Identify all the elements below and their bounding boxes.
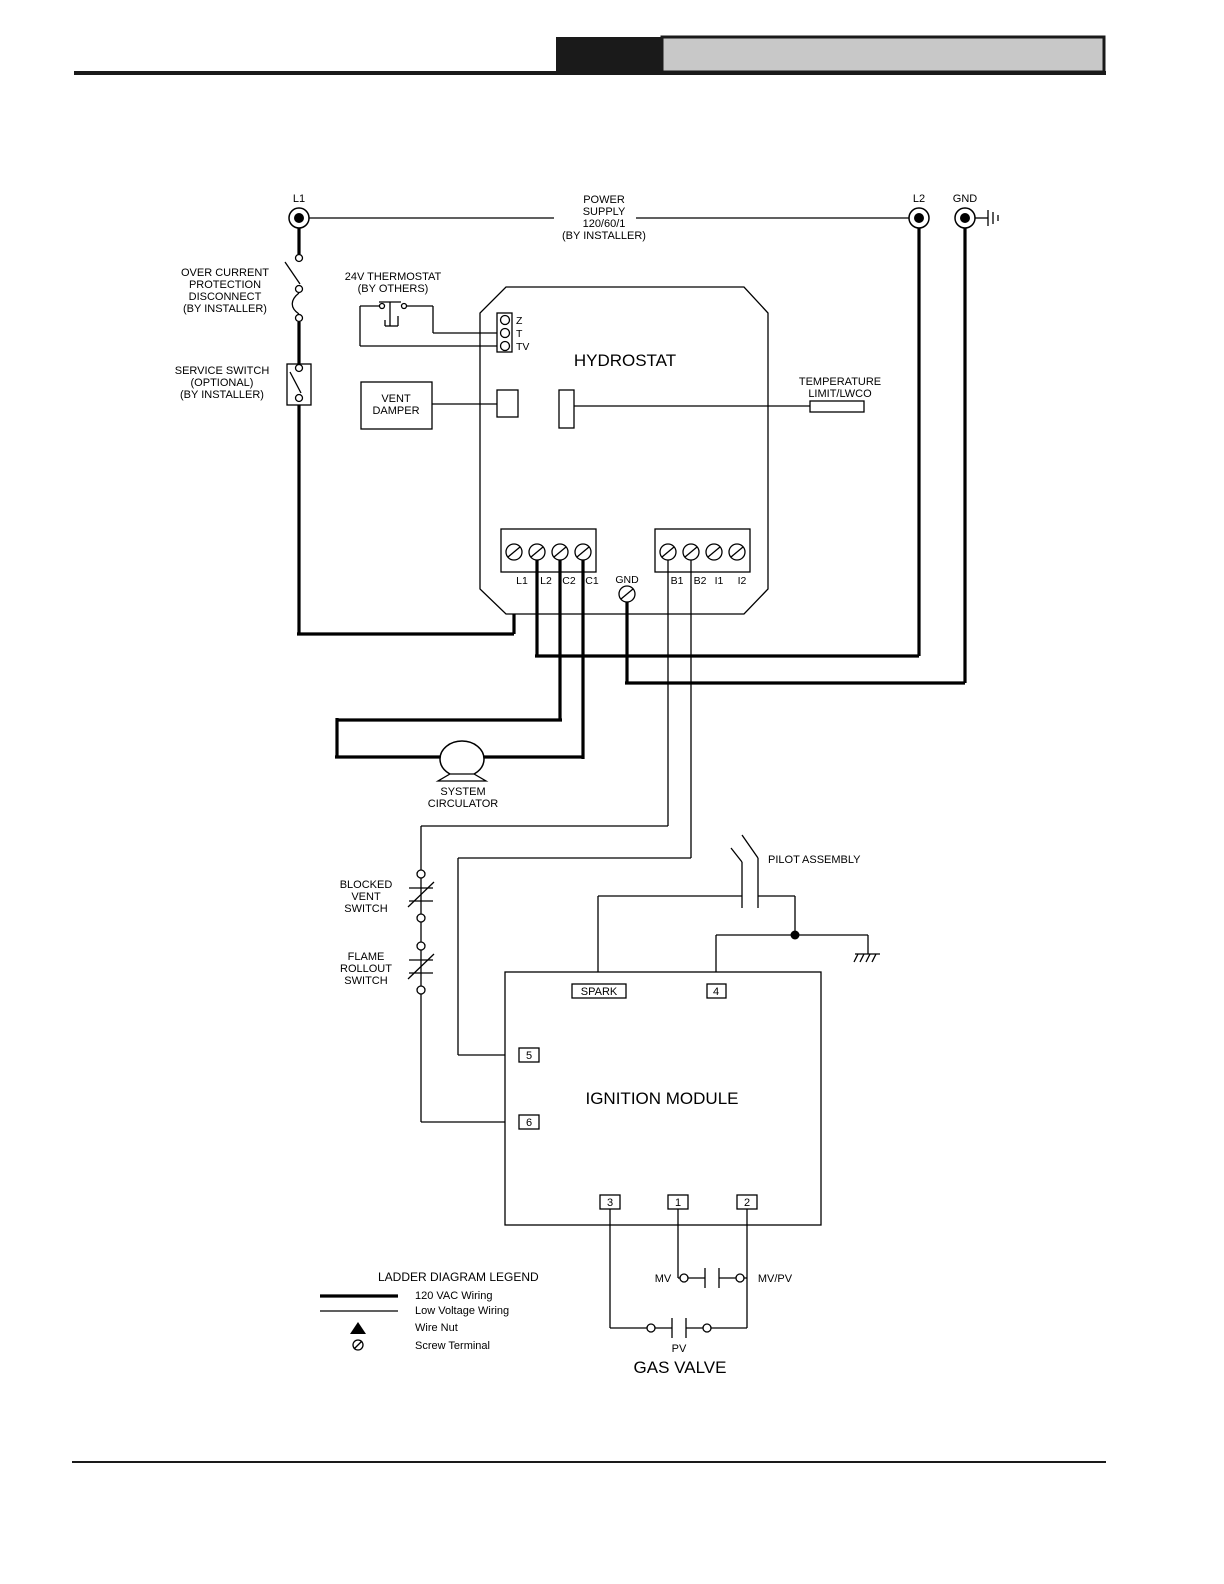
screw-terminals-left <box>505 543 592 561</box>
power-supply-line-1: POWER <box>583 194 625 206</box>
vent-damper-line-2: DAMPER <box>372 405 419 417</box>
ignition-module-title: IGNITION MODULE <box>585 1089 738 1108</box>
terminal-i2: I2 <box>738 575 747 587</box>
thermostat-terminal-tv: TV <box>516 341 529 353</box>
hydrostat-gnd-label: GND <box>615 574 639 586</box>
thermostat: 24V THERMOSTAT (BY OTHERS) Z T TV <box>345 271 530 353</box>
ignition-terminal-spark: SPARK <box>581 986 618 998</box>
ignition-terminal-2: 2 <box>744 1197 750 1209</box>
circulator-line-2: CIRCULATOR <box>428 798 499 810</box>
legend-item-120vac: 120 VAC Wiring <box>415 1290 492 1302</box>
chassis-ground-icon <box>853 935 880 963</box>
legend-item-screw-terminal: Screw Terminal <box>415 1340 490 1352</box>
terminal-c1: C1 <box>585 575 599 587</box>
overcurrent-line-4: (BY INSTALLER) <box>183 303 267 315</box>
thermostat-line-1: 24V THERMOSTAT <box>345 271 442 283</box>
screw-terminals-right <box>659 543 746 561</box>
pilot-assembly-icon <box>730 834 759 908</box>
overcurrent-label: OVER CURRENT PROTECTION DISCONNECT (BY I… <box>181 267 269 315</box>
circulator-pump-icon <box>435 740 489 782</box>
gas-valve-pv: PV <box>672 1343 687 1355</box>
ignition-terminal-3: 3 <box>607 1197 613 1209</box>
overcurrent-line-3: DISCONNECT <box>189 291 262 303</box>
page-header <box>74 35 1106 75</box>
flame-rollout-line-2: ROLLOUT <box>340 963 392 975</box>
thermostat-line-2: (BY OTHERS) <box>358 283 429 295</box>
ignition-module-body <box>504 971 822 1226</box>
flame-rollout-line-1: FLAME <box>348 951 385 963</box>
ignition-terminal-1: 1 <box>675 1197 681 1209</box>
blocked-vent-line-3: SWITCH <box>344 903 387 915</box>
terminal-b1: B1 <box>671 575 684 587</box>
gas-valve-mvpv: MV/PV <box>758 1273 793 1285</box>
legend-item-wire-nut: Wire Nut <box>415 1322 458 1334</box>
terminal-l2: L2 <box>540 575 552 587</box>
header-gray-bar <box>660 35 1106 74</box>
power-supply-line-4: (BY INSTALLER) <box>562 230 646 242</box>
blocked-vent-line-1: BLOCKED <box>340 879 393 891</box>
legend-item-low-voltage: Low Voltage Wiring <box>415 1305 509 1317</box>
ignition-terminal-5: 5 <box>526 1050 532 1062</box>
l1-label: L1 <box>293 193 305 205</box>
legend-title: LADDER DIAGRAM LEGEND <box>378 1270 539 1284</box>
vent-damper-line-1: VENT <box>381 393 411 405</box>
circulator-line-1: SYSTEM <box>440 786 485 798</box>
gas-valve-title: GAS VALVE <box>634 1358 727 1377</box>
legend: LADDER DIAGRAM LEGEND 120 VAC Wiring Low… <box>320 1270 539 1352</box>
screw-terminal-icon <box>352 1339 364 1351</box>
blocked-vent-line-2: VENT <box>351 891 381 903</box>
hydrostat-title: HYDROSTAT <box>574 351 676 370</box>
temperature-limit-sensor <box>809 400 865 413</box>
overcurrent-line-1: OVER CURRENT <box>181 267 269 279</box>
overcurrent-line-2: PROTECTION <box>189 279 261 291</box>
vent-damper-box <box>360 381 433 430</box>
wire-nut-icon <box>350 1322 366 1334</box>
power-supply-line-3: 120/60/1 <box>583 218 626 230</box>
service-switch-label: SERVICE SWITCH (OPTIONAL) (BY INSTALLER) <box>175 365 270 401</box>
earth-ground-icon <box>975 210 999 226</box>
service-switch-line-1: SERVICE SWITCH <box>175 365 270 377</box>
temp-limit-line-1: TEMPERATURE <box>799 376 881 388</box>
temp-limit-line-2: LIMIT/LWCO <box>808 388 872 400</box>
header-dark-tab <box>556 37 662 72</box>
service-switch-line-3: (BY INSTALLER) <box>180 389 264 401</box>
terminal-b2: B2 <box>694 575 707 587</box>
terminal-l1: L1 <box>516 575 528 587</box>
l2-label: L2 <box>913 193 925 205</box>
thermostat-terminal-t: T <box>516 328 523 340</box>
service-switch-line-2: (OPTIONAL) <box>191 377 254 389</box>
ignition-terminal-4: 4 <box>713 986 719 998</box>
gas-valve-mv: MV <box>655 1273 672 1285</box>
pilot-assembly-label: PILOT ASSEMBLY <box>768 854 861 866</box>
terminal-c2: C2 <box>562 575 576 587</box>
ignition-terminal-6: 6 <box>526 1117 532 1129</box>
flame-rollout-line-3: SWITCH <box>344 975 387 987</box>
terminal-i1: I1 <box>715 575 724 587</box>
gnd-label: GND <box>953 193 978 205</box>
power-supply-line-2: SUPPLY <box>583 206 626 218</box>
power-supply: L1 L2 GND POWER SUPPLY 120/60/1 (BY INST… <box>288 193 999 242</box>
thermostat-terminal-z: Z <box>516 315 523 327</box>
